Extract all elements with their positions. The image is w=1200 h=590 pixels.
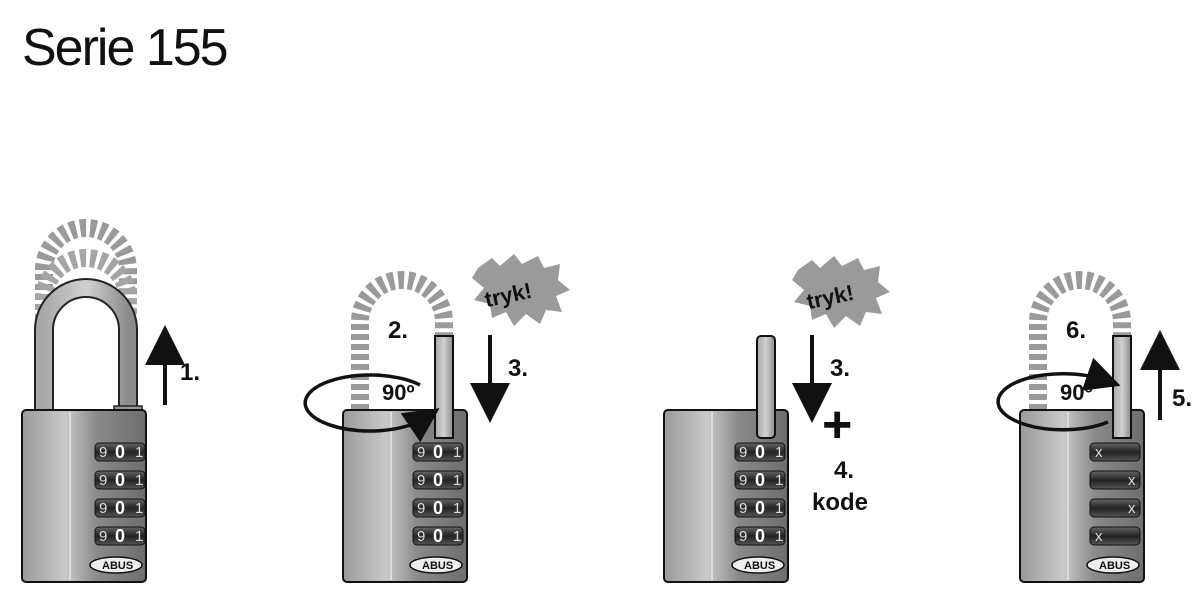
- dial-digit-center: 0: [433, 526, 443, 546]
- ghost-shackle: [351, 271, 453, 410]
- dial-digit-center: 0: [115, 526, 125, 546]
- dial-digit-right: 1: [453, 472, 461, 489]
- dial-digit-left: 9: [417, 472, 425, 489]
- dial-digit-right: 1: [453, 444, 461, 461]
- brand-label: ABUS: [102, 560, 133, 572]
- dial-digit-left: 9: [739, 528, 747, 545]
- angle-label: 90º: [1060, 380, 1093, 405]
- ghost-shackle: [1029, 271, 1131, 410]
- dial-digit-center: 0: [755, 526, 765, 546]
- dial-digit-left: 9: [739, 444, 747, 461]
- code-mark: x: [1128, 500, 1136, 517]
- dial-digit-center: 0: [115, 498, 125, 518]
- angle-label: 90º: [382, 380, 415, 405]
- dial-digit-center: 0: [755, 470, 765, 490]
- dial-digit-center: 0: [755, 442, 765, 462]
- page-title: Serie 155: [22, 19, 229, 77]
- code-mark: x: [1128, 472, 1136, 489]
- lock-3: 9 0 1 9 0 1 9 0 1 9: [663, 256, 890, 583]
- brand-label: ABUS: [422, 560, 453, 572]
- code-label: kode: [812, 489, 868, 516]
- dial-digit-left: 9: [739, 500, 747, 517]
- dial-stack: 9 0 1 9 0 1 9 0 1 9: [94, 442, 146, 546]
- plus-icon: +: [822, 396, 852, 454]
- lock-2: 2. 90º 9 0 1 9 0 1 9 0: [303, 254, 570, 583]
- brand-label: ABUS: [1099, 560, 1130, 572]
- dial-digit-right: 1: [453, 528, 461, 545]
- brand-badge: [409, 556, 463, 574]
- dial-digit-left: 9: [739, 472, 747, 489]
- dial-digit-right: 1: [135, 528, 143, 545]
- rotation-arrow-icon: [303, 373, 440, 443]
- shackle-leg: [1112, 335, 1132, 439]
- dial-digit-center: 0: [115, 442, 125, 462]
- dial-digit-right: 1: [453, 500, 461, 517]
- dial-digit-left: 9: [99, 500, 107, 517]
- brand-badge: [1086, 556, 1140, 574]
- dial-digit-center: 0: [433, 470, 443, 490]
- dial-digit-right: 1: [775, 500, 783, 517]
- ghost-shackle-top: [35, 219, 137, 380]
- dial-stack: x x x x: [1089, 442, 1141, 546]
- dial-digit-left: 9: [417, 444, 425, 461]
- step-3-label: 3.: [508, 355, 528, 382]
- step-5-label: 5.: [1172, 385, 1192, 412]
- dial-digit-center: 0: [433, 442, 443, 462]
- press-burst-icon: tryk!: [792, 256, 890, 328]
- step-6-label: 6.: [1066, 317, 1086, 344]
- dial-digit-left: 9: [417, 528, 425, 545]
- dial-digit-center: 0: [115, 470, 125, 490]
- step-4-label: 4.: [834, 457, 854, 484]
- lock-1: 9 0 1 9 0 1 9 0 1 9: [21, 219, 200, 583]
- press-burst-icon: tryk!: [472, 254, 570, 326]
- dial-stack: 9 0 1 9 0 1 9 0 1 9: [412, 442, 464, 546]
- step-3-label: 3.: [830, 355, 850, 382]
- dial-digit-left: 9: [99, 528, 107, 545]
- brand-label: ABUS: [744, 560, 775, 572]
- dial-digit-center: 0: [433, 498, 443, 518]
- shackle-leg: [756, 335, 776, 439]
- dial-stack: 9 0 1 9 0 1 9 0 1 9: [734, 442, 786, 546]
- ghost-shackle-mid: [35, 249, 137, 380]
- brand-badge: [731, 556, 785, 574]
- dial-digit-right: 1: [135, 500, 143, 517]
- lock-4: 6. 90º x x x x: [996, 271, 1192, 583]
- lock-body: [21, 409, 147, 583]
- dial-digit-right: 1: [135, 472, 143, 489]
- step-2-label: 2.: [388, 317, 408, 344]
- code-mark: x: [1095, 528, 1103, 545]
- dial-digit-left: 9: [99, 472, 107, 489]
- dial-digit-left: 9: [99, 444, 107, 461]
- dial-digit-right: 1: [775, 472, 783, 489]
- brand-badge: [89, 556, 143, 574]
- rotation-arrow-icon: [996, 357, 1121, 432]
- step-1-label: 1.: [180, 359, 200, 386]
- dial-digit-center: 0: [755, 498, 765, 518]
- shackle-leg: [434, 335, 454, 439]
- dial-digit-left: 9: [417, 500, 425, 517]
- dial-digit-right: 1: [775, 528, 783, 545]
- dial-digit-right: 1: [135, 444, 143, 461]
- code-mark: x: [1095, 444, 1103, 461]
- dial-digit-right: 1: [775, 444, 783, 461]
